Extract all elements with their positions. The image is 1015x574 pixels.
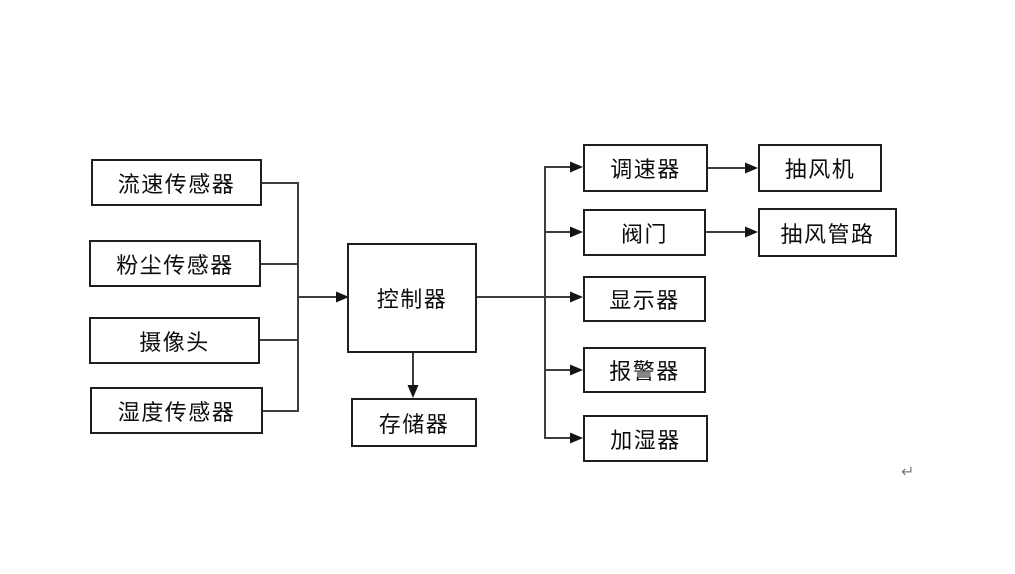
node-valve-label: 阀门 bbox=[620, 221, 668, 247]
paragraph-return-mark: ↵ bbox=[901, 462, 915, 481]
node-storage: 存储器 bbox=[351, 398, 477, 447]
node-exhaust-fan: 抽风机 bbox=[758, 144, 882, 192]
node-speed-governor-label: 调速器 bbox=[610, 157, 681, 182]
node-display: 显示器 bbox=[583, 276, 706, 322]
arrowhead-into-governor bbox=[570, 161, 583, 173]
node-camera-label: 摄像头 bbox=[139, 329, 210, 355]
node-humidity-sensor-label: 湿度传感器 bbox=[117, 399, 236, 425]
node-humidifier-label: 加湿器 bbox=[610, 427, 681, 453]
arrowhead-into-display bbox=[570, 291, 583, 303]
arrowhead-into-controller bbox=[336, 291, 349, 303]
node-storage-label: 存储器 bbox=[378, 411, 450, 437]
node-humidity-sensor: 湿度传感器 bbox=[90, 387, 263, 434]
node-valve: 阀门 bbox=[583, 209, 706, 256]
arrowhead-into-humidifier bbox=[570, 432, 583, 444]
node-display-label: 显示器 bbox=[609, 288, 680, 313]
arrowhead-into-duct bbox=[745, 226, 758, 238]
node-alarm-label: 报警器 bbox=[609, 359, 680, 384]
node-speed-governor: 调速器 bbox=[583, 144, 708, 192]
node-controller-label: 控制器 bbox=[376, 287, 448, 312]
node-flow-speed-sensor: 流速传感器 bbox=[91, 159, 262, 206]
arrowhead-into-fan bbox=[745, 162, 758, 174]
arrowhead-into-alarm bbox=[570, 364, 583, 376]
node-dust-sensor-label: 粉尘传感器 bbox=[116, 252, 234, 278]
node-exhaust-fan-label: 抽风机 bbox=[784, 157, 856, 182]
node-camera: 摄像头 bbox=[89, 317, 260, 364]
node-dust-sensor: 粉尘传感器 bbox=[89, 240, 261, 287]
node-flow-speed-sensor-label: 流速传感器 bbox=[117, 171, 236, 197]
node-alarm: 报警器 bbox=[583, 347, 706, 393]
arrowhead-into-storage bbox=[407, 385, 419, 398]
node-humidifier: 加湿器 bbox=[583, 415, 708, 462]
arrowhead-into-valve bbox=[570, 226, 583, 238]
node-controller: 控制器 bbox=[347, 243, 477, 353]
node-exhaust-duct: 抽风管路 bbox=[758, 208, 897, 257]
node-exhaust-duct-label: 抽风管路 bbox=[780, 221, 875, 247]
